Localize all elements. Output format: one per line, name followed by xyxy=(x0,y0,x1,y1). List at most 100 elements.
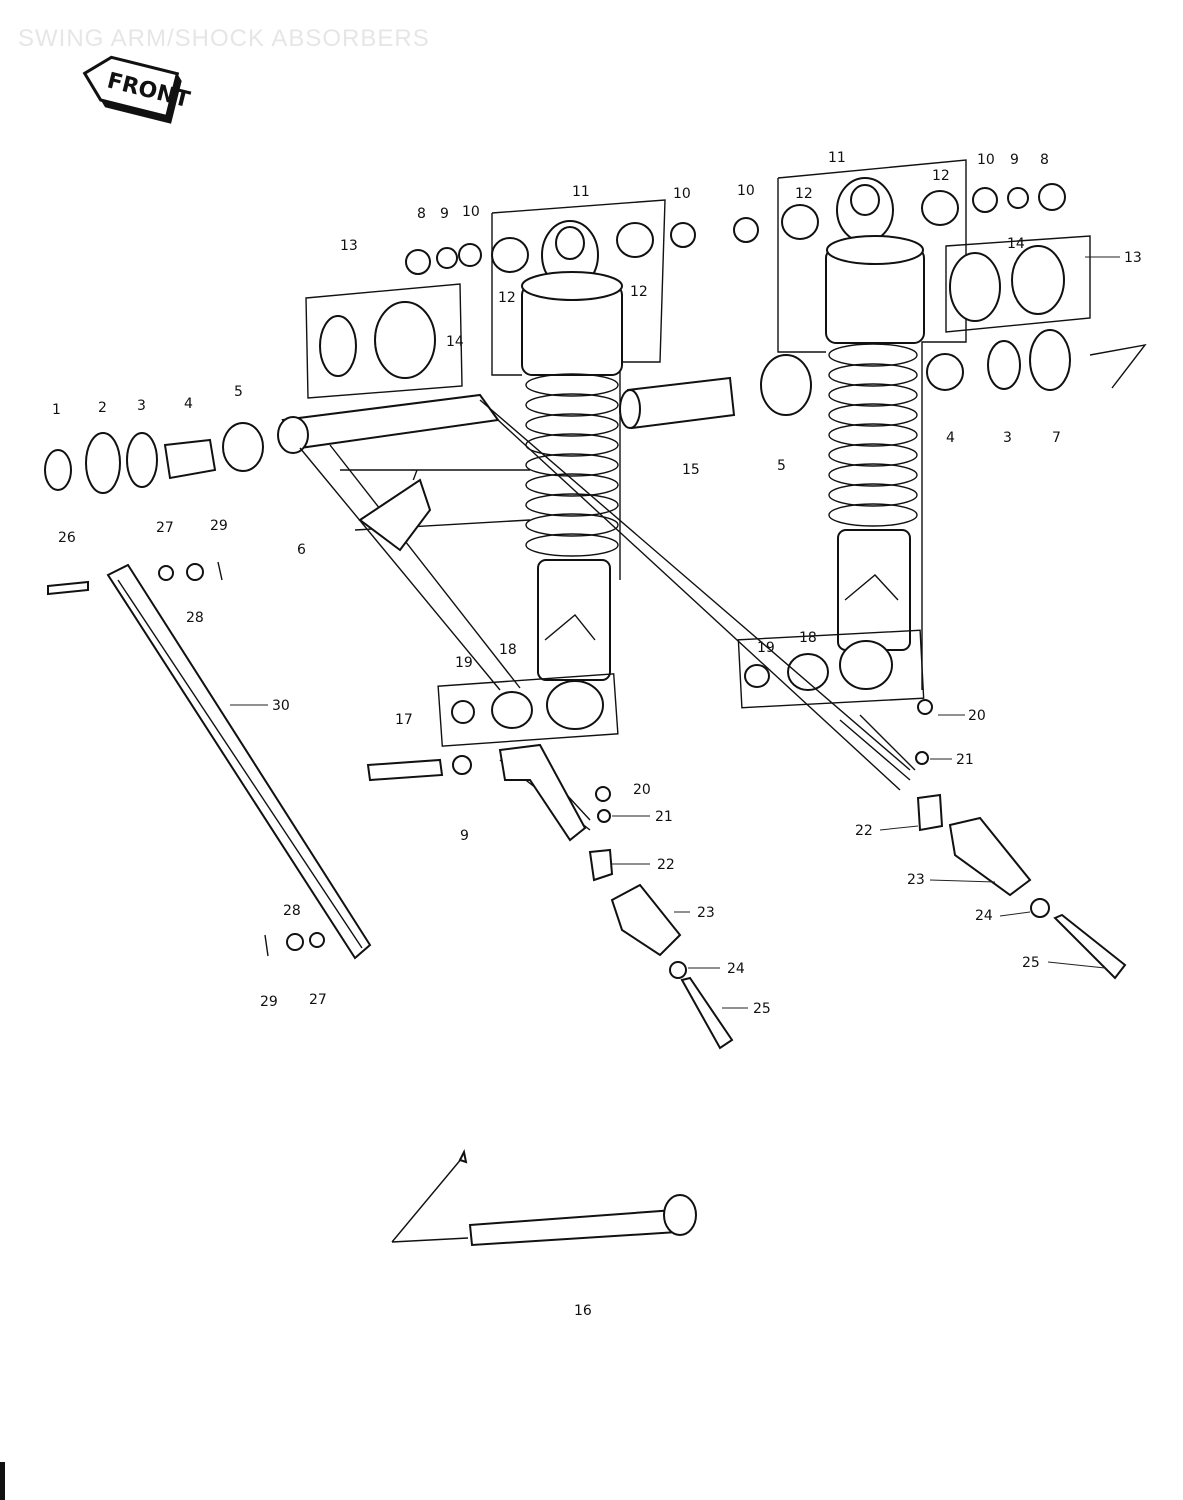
callout-7-right: 7 xyxy=(1052,430,1061,446)
callout-27-bottom: 27 xyxy=(309,992,327,1008)
left-shock-spring xyxy=(525,373,619,557)
callout-21-right: 21 xyxy=(956,752,974,768)
callout-23-left: 23 xyxy=(697,905,715,921)
right-washer-10b xyxy=(972,187,998,213)
right-collar-12b xyxy=(921,190,959,226)
right-collar-12a xyxy=(781,204,819,240)
callout-10-mid-a: 10 xyxy=(673,186,691,202)
callout-17: 17 xyxy=(395,712,413,728)
leader-lines xyxy=(230,256,1120,1009)
left-part-25-bolt xyxy=(680,976,734,1050)
callout-22-left: 22 xyxy=(657,857,675,873)
left-shock-cover-top xyxy=(521,271,623,301)
callout-10-left: 10 xyxy=(462,204,480,220)
swing-arm-pivot-tube xyxy=(281,393,500,450)
right-panel-13 xyxy=(945,235,1091,333)
front-direction-badge: FRONT xyxy=(82,55,192,124)
callout-7: 7 xyxy=(410,468,419,484)
callout-3-right: 3 xyxy=(1003,430,1012,446)
left-part-13 xyxy=(319,315,357,377)
right-part-25-bolt xyxy=(1053,913,1127,980)
right-collar-18 xyxy=(787,653,829,691)
callout-27-top: 27 xyxy=(156,520,174,536)
callout-23-right: 23 xyxy=(907,872,925,888)
right-part-21-nut xyxy=(915,751,929,765)
callout-13-left: 13 xyxy=(340,238,358,254)
right-shock-bracket-top xyxy=(777,159,967,690)
left-washer-10a xyxy=(458,243,482,267)
callout-4-right: 4 xyxy=(946,430,955,446)
part-29-pin-top xyxy=(217,561,223,581)
callout-13-right: 13 xyxy=(1124,250,1142,266)
left-washer-10b xyxy=(670,222,696,248)
callout-10-mid-b: 10 xyxy=(737,183,755,199)
left-part-24-nut xyxy=(669,961,687,979)
left-part-20-bolt xyxy=(595,786,611,802)
callout-11-left: 11 xyxy=(572,184,590,200)
callout-6: 6 xyxy=(297,542,306,558)
right-bush-15 xyxy=(626,376,736,430)
right-collar-5 xyxy=(760,354,812,416)
right-shock-spring xyxy=(828,343,918,527)
part-9-washer-left xyxy=(452,755,472,775)
left-shock-body xyxy=(537,559,611,681)
callout-21-left: 21 xyxy=(655,809,673,825)
swing-arm xyxy=(277,393,916,831)
callout-30: 30 xyxy=(272,698,290,714)
part-4-bush xyxy=(163,438,217,480)
right-part-22-bush xyxy=(916,793,944,832)
callout-14-left: 14 xyxy=(446,334,464,350)
margin-mark xyxy=(0,1462,5,1500)
part-5-collar xyxy=(222,422,264,472)
callout-20-right: 20 xyxy=(968,708,986,724)
callout-28-bottom: 28 xyxy=(283,903,301,919)
callout-5: 5 xyxy=(234,384,243,400)
left-pivot-parts xyxy=(44,422,264,494)
part-29-pin-bottom xyxy=(264,934,269,957)
callout-2: 2 xyxy=(98,400,107,416)
callout-9-left: 9 xyxy=(440,206,449,222)
callout-24-left: 24 xyxy=(727,961,745,977)
callout-4: 4 xyxy=(184,396,193,412)
part-1-nut xyxy=(44,449,72,491)
callout-26: 26 xyxy=(58,530,76,546)
part-17-bolt xyxy=(366,758,444,782)
callout-3: 3 xyxy=(137,398,146,414)
callout-19-right: 19 xyxy=(757,640,775,656)
right-washer-10a xyxy=(733,217,759,243)
callout-15: 15 xyxy=(682,462,700,478)
callout-25-left: 25 xyxy=(753,1001,771,1017)
callout-14-right: 14 xyxy=(1007,236,1025,252)
right-shock-absorber xyxy=(733,159,1066,709)
left-shock-bracket-bottom xyxy=(437,673,619,747)
part-28-nut-top xyxy=(186,563,204,581)
callout-25-right: 25 xyxy=(1022,955,1040,971)
right-bush-19 xyxy=(744,664,770,688)
right-nut-8 xyxy=(1038,183,1066,211)
pivot-shaft-arrow xyxy=(391,1157,469,1243)
callout-18-right: 18 xyxy=(799,630,817,646)
left-part-21-nut xyxy=(597,809,611,823)
callout-1: 1 xyxy=(52,402,61,418)
right-pivot-parts xyxy=(619,329,1071,430)
left-shock-bracket-top xyxy=(491,199,666,580)
right-part-20-bolt xyxy=(917,699,933,715)
right-part-14 xyxy=(949,252,1001,322)
callout-24-right: 24 xyxy=(975,908,993,924)
swing-arm-right-leg xyxy=(479,399,911,791)
right-direction-arrow xyxy=(1089,343,1147,389)
part-27-washer-bottom xyxy=(309,932,325,948)
right-shock-eye-bottom xyxy=(839,640,893,690)
right-bush-4 xyxy=(926,353,964,391)
swing-arm-left-leg xyxy=(299,444,521,691)
right-seal-3 xyxy=(987,340,1021,390)
left-washer-9 xyxy=(436,247,458,269)
right-cap-7 xyxy=(1029,329,1071,391)
part-2-washer xyxy=(85,432,121,494)
callout-19-left: 19 xyxy=(455,655,473,671)
left-collar-18 xyxy=(491,691,533,729)
callout-12-left-a: 12 xyxy=(498,290,516,306)
swing-arm-right-end xyxy=(839,714,916,781)
left-nut-8 xyxy=(405,249,431,275)
